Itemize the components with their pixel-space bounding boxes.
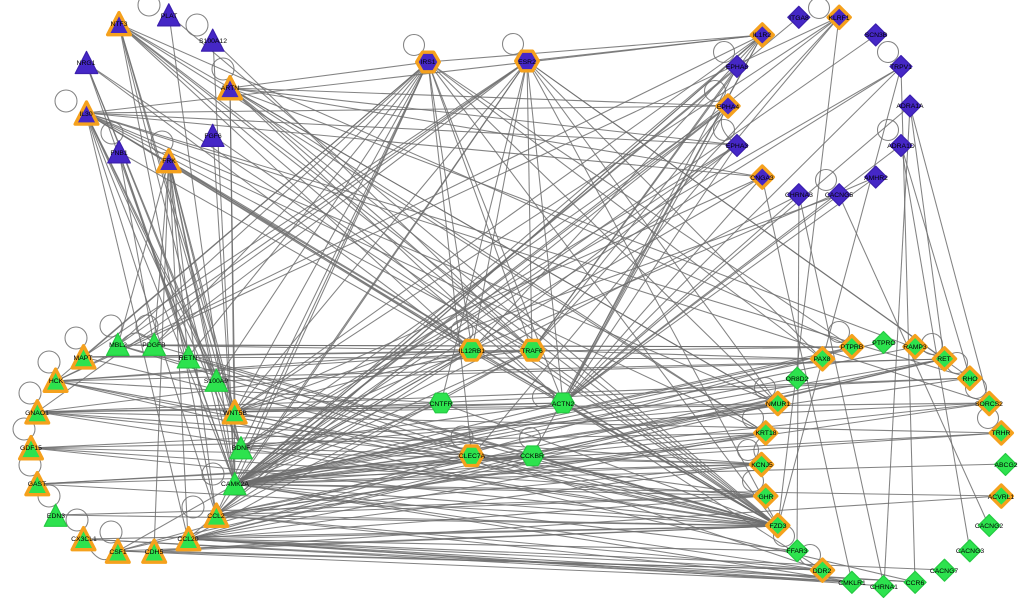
svg-text:ITGA8: ITGA8: [789, 15, 809, 22]
svg-text:PTPRO: PTPRO: [872, 340, 895, 347]
svg-text:PAX8: PAX8: [814, 356, 831, 363]
svg-text:ESR2: ESR2: [518, 59, 536, 66]
svg-text:CCL2: CCL2: [207, 513, 225, 520]
svg-text:NMUR1: NMUR1: [766, 401, 790, 408]
svg-text:SORCS2: SORCS2: [975, 401, 1003, 408]
svg-text:IL30: IL30: [79, 111, 92, 118]
svg-text:CHRNA1: CHRNA1: [870, 584, 898, 591]
svg-text:PLAT: PLAT: [161, 13, 178, 20]
svg-text:ABCG2: ABCG2: [994, 462, 1017, 469]
svg-text:BDNF: BDNF: [232, 445, 251, 452]
svg-text:CACNG3: CACNG3: [956, 548, 985, 555]
svg-text:ACTN2: ACTN2: [552, 401, 575, 408]
svg-text:GHR: GHR: [758, 494, 773, 501]
svg-text:CLEC7A: CLEC7A: [459, 453, 486, 460]
svg-text:MAPT: MAPT: [74, 355, 93, 362]
svg-text:FFAR3: FFAR3: [786, 548, 807, 555]
svg-text:CNGA3: CNGA3: [750, 175, 774, 182]
svg-text:ACVRL1: ACVRL1: [988, 494, 1015, 501]
svg-text:RET: RET: [937, 356, 951, 363]
svg-text:IL1R2: IL1R2: [753, 32, 771, 39]
svg-text:CCKBR: CCKBR: [520, 453, 544, 460]
svg-text:GAST: GAST: [28, 481, 47, 488]
svg-text:CAMK2A: CAMK2A: [221, 481, 249, 488]
svg-text:HCK: HCK: [49, 378, 64, 385]
svg-text:GDF15: GDF15: [20, 445, 42, 452]
svg-text:NTF3: NTF3: [111, 21, 128, 28]
svg-text:TRHR: TRHR: [992, 430, 1011, 437]
svg-text:FZD3: FZD3: [770, 523, 787, 530]
svg-text:AMHR2: AMHR2: [864, 175, 888, 182]
svg-text:RAMP3: RAMP3: [903, 344, 927, 351]
svg-text:EPHA3: EPHA3: [726, 143, 749, 150]
svg-text:EDN3: EDN3: [47, 513, 65, 520]
svg-text:TRAF6: TRAF6: [521, 348, 543, 355]
svg-text:IL12RB1: IL12RB1: [459, 348, 486, 355]
svg-text:IRS1: IRS1: [420, 59, 435, 66]
svg-text:S100A12: S100A12: [199, 38, 227, 45]
svg-text:CDH5: CDH5: [145, 549, 164, 556]
svg-text:CCL20: CCL20: [177, 536, 198, 543]
svg-text:CNTFR: CNTFR: [429, 401, 452, 408]
svg-text:CMKLR1: CMKLR1: [838, 580, 866, 587]
svg-text:FGF6: FGF6: [204, 133, 222, 140]
svg-text:CX3CL1: CX3CL1: [71, 536, 97, 543]
svg-text:CCR6: CCR6: [906, 580, 925, 587]
svg-text:EPHA4: EPHA4: [717, 104, 740, 111]
svg-text:FNB1: FNB1: [110, 150, 128, 157]
svg-text:OR8D2: OR8D2: [786, 376, 809, 383]
svg-text:CACNG7: CACNG7: [930, 568, 959, 575]
svg-text:CHRNA3: CHRNA3: [785, 192, 813, 199]
svg-text:KCNJ5: KCNJ5: [751, 462, 773, 469]
svg-text:WNT5B: WNT5B: [223, 410, 247, 417]
svg-text:NRG1: NRG1: [77, 60, 96, 67]
svg-text:KRT18: KRT18: [755, 430, 776, 437]
svg-text:ADRA1A: ADRA1A: [896, 103, 924, 110]
svg-text:CACNG2: CACNG2: [975, 523, 1004, 530]
svg-text:ADRA1D: ADRA1D: [887, 143, 915, 150]
svg-text:GNAO1: GNAO1: [25, 410, 49, 417]
svg-text:S100A9: S100A9: [204, 378, 228, 385]
svg-text:RETN: RETN: [179, 355, 198, 362]
svg-text:KLRF1: KLRF1: [828, 15, 849, 22]
svg-text:PDGFB: PDGFB: [142, 342, 166, 349]
svg-text:CSF1: CSF1: [109, 549, 127, 556]
svg-text:SCN3B: SCN3B: [865, 32, 888, 39]
svg-text:RHO: RHO: [962, 376, 977, 383]
svg-text:PTPRB: PTPRB: [841, 344, 864, 351]
svg-text:DDR2: DDR2: [813, 568, 832, 575]
svg-text:EPHA8: EPHA8: [726, 64, 749, 71]
svg-text:MBL2: MBL2: [109, 342, 127, 349]
svg-text:ARTN: ARTN: [221, 85, 239, 92]
svg-text:FRK: FRK: [162, 158, 176, 165]
svg-text:TRPV1: TRPV1: [890, 64, 912, 71]
svg-text:CACNG5: CACNG5: [825, 192, 854, 199]
